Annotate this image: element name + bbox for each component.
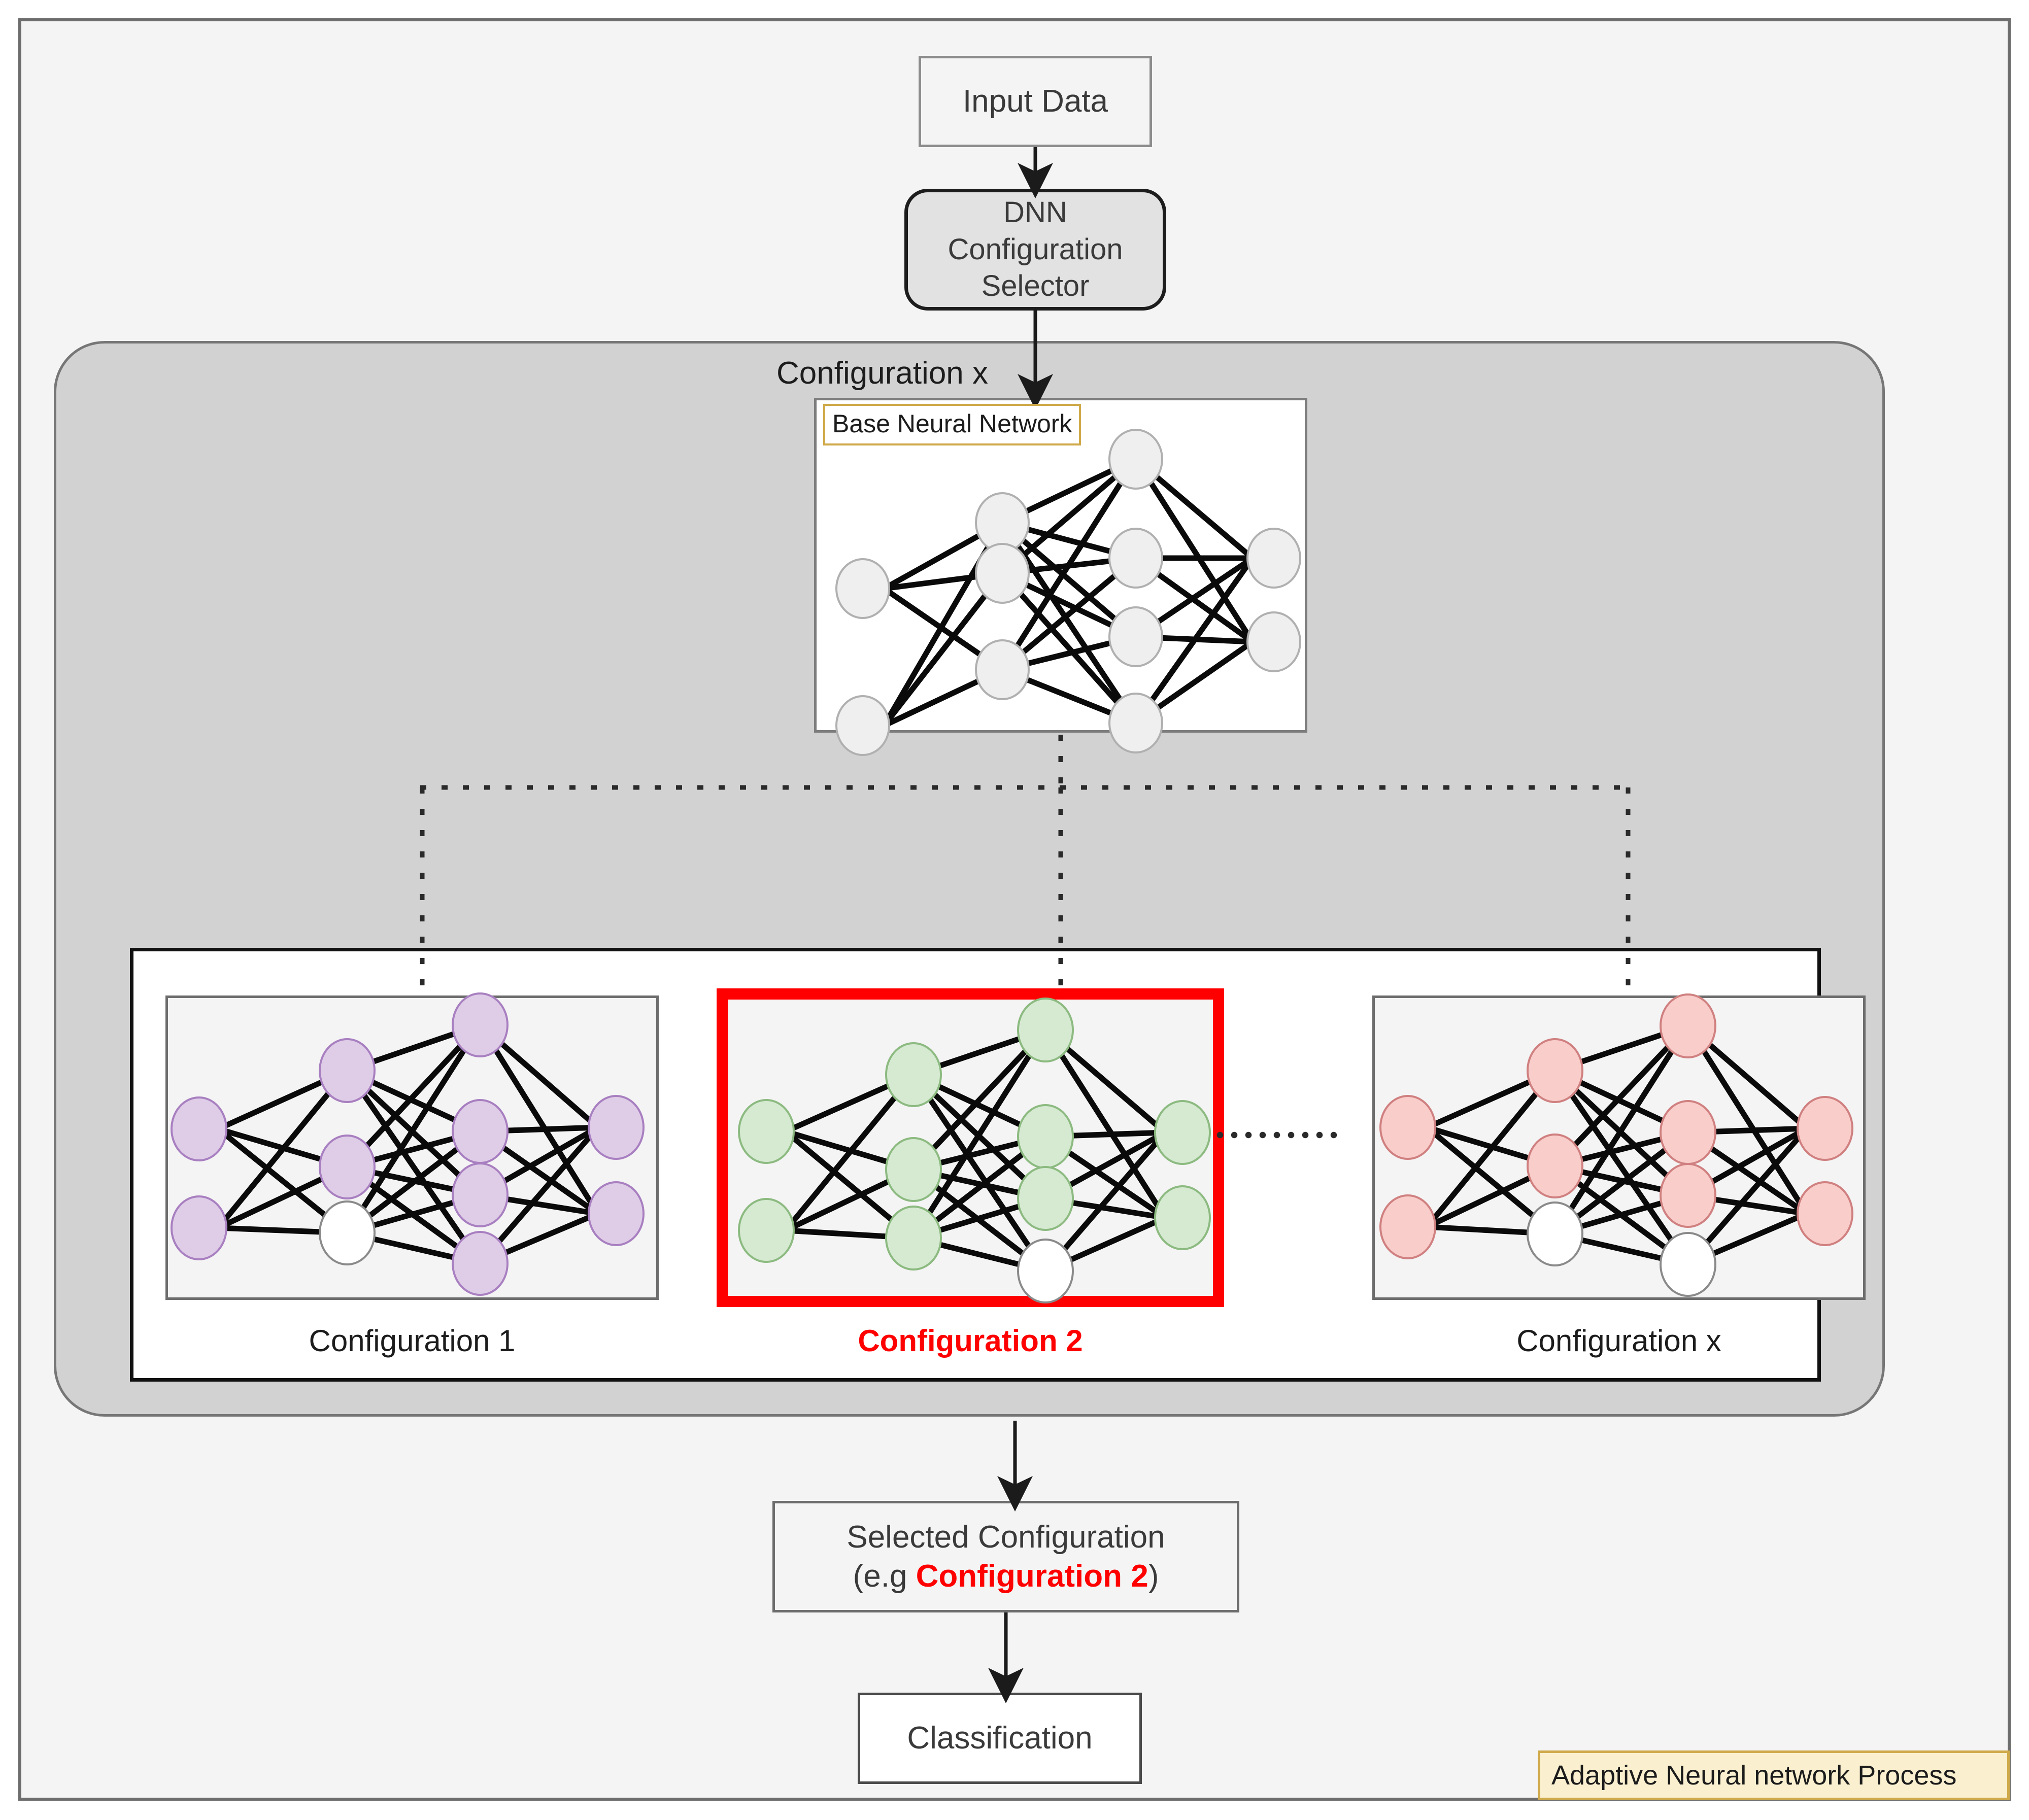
input-data-box[interactable]: Input Data	[919, 56, 1152, 147]
config-2-label: Configuration 2	[858, 1324, 1083, 1358]
config-1-label: Configuration 1	[309, 1324, 516, 1358]
dnn-configuration-selector-box[interactable]: DNN Configuration Selector	[904, 189, 1166, 311]
input-data-label: Input Data	[962, 84, 1108, 119]
config-1-frame	[165, 995, 659, 1300]
classification-label: Classification	[907, 1721, 1093, 1756]
configurations-ellipsis	[1213, 1131, 1340, 1139]
config-1-cell[interactable]	[165, 995, 659, 1300]
selected-configuration-suffix: )	[1148, 1559, 1159, 1594]
selected-configuration-line1: Selected Configuration	[847, 1519, 1165, 1555]
adaptive-neural-network-process-tag: Adaptive Neural network Process	[1538, 1750, 2010, 1800]
config-2-frame-selected	[717, 988, 1224, 1307]
configuration-x-edge-label: Configuration x	[776, 356, 989, 391]
selected-configuration-box[interactable]: Selected Configuration (e.g Configuratio…	[772, 1501, 1239, 1612]
config-x-frame	[1372, 995, 1866, 1300]
config-x-cell[interactable]	[1372, 995, 1866, 1300]
config-x-label: Configuration x	[1516, 1324, 1721, 1358]
process-tag-label: Adaptive Neural network Process	[1551, 1760, 1957, 1791]
selected-configuration-prefix: (e.g	[853, 1559, 916, 1594]
selector-label-line2: Configuration	[948, 232, 1123, 266]
selector-label-line1: DNN	[1003, 196, 1067, 229]
classification-box[interactable]: Classification	[858, 1693, 1142, 1784]
config-2-cell[interactable]	[717, 988, 1224, 1307]
base-neural-network-label: Base Neural Network	[823, 404, 1081, 445]
selector-label-line3: Selector	[981, 269, 1090, 303]
selected-configuration-line2: (e.g Configuration 2)	[847, 1557, 1165, 1596]
base-neural-network-frame	[814, 398, 1307, 733]
selected-configuration-emphasis: Configuration 2	[916, 1559, 1148, 1594]
